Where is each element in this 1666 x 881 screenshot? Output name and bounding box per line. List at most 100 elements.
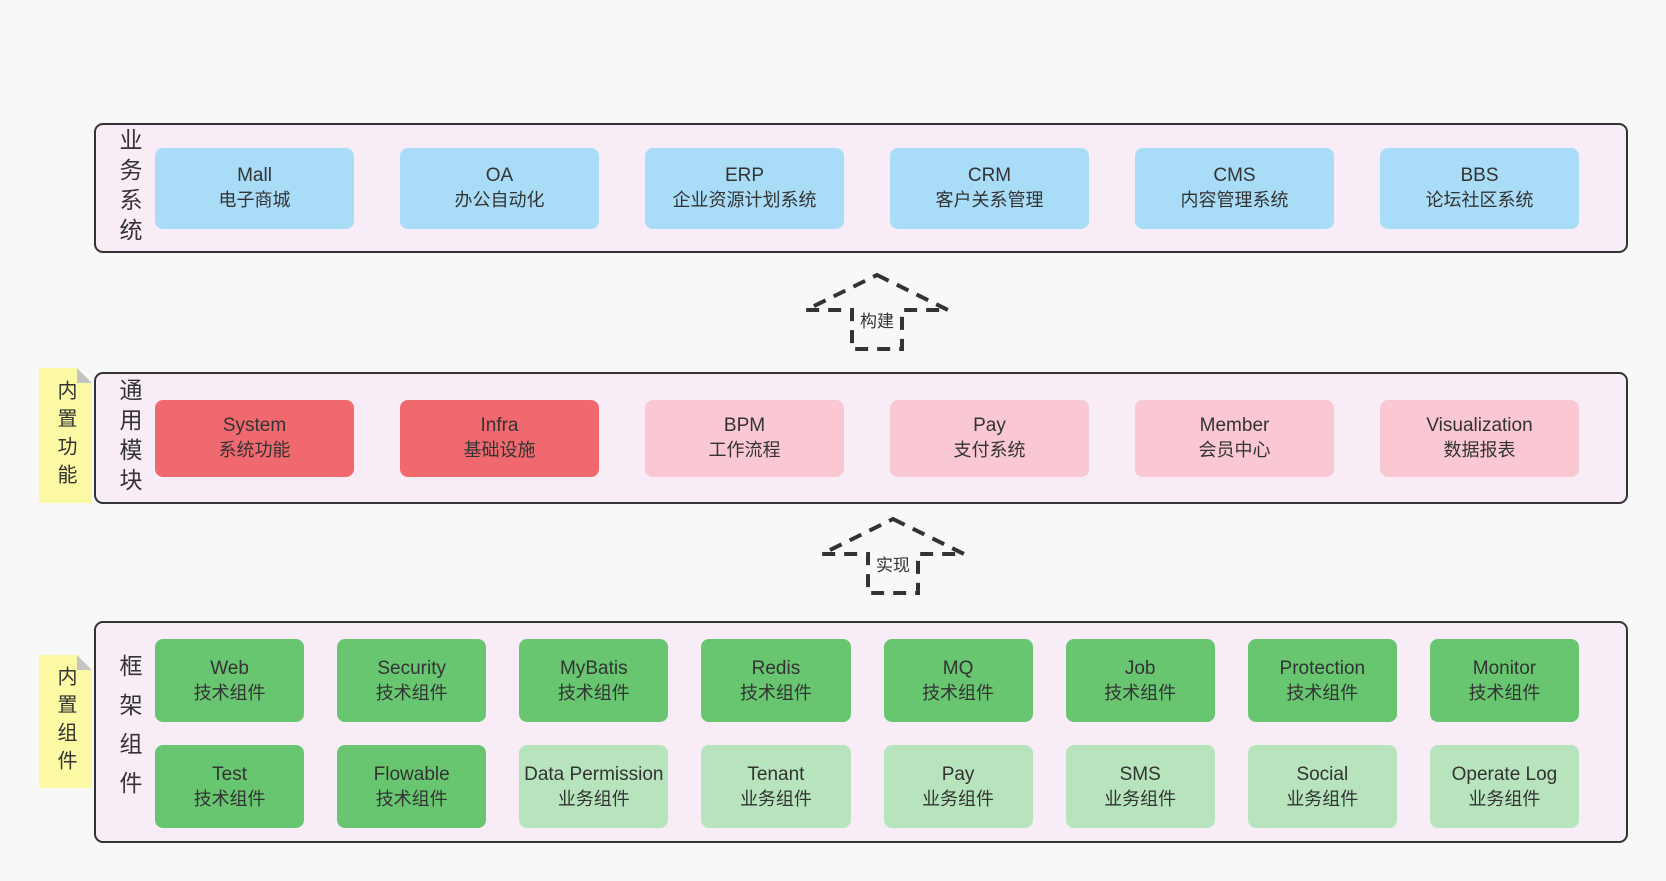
box-subtitle: 技术组件 xyxy=(1468,682,1541,703)
box-title: ERP xyxy=(724,165,765,186)
box-title: Operate Log xyxy=(1451,763,1558,785)
box-subtitle: 会员中心 xyxy=(1198,440,1271,460)
box-title: MQ xyxy=(942,657,974,679)
component-box-redis: Redis 技术组件 xyxy=(701,639,851,722)
box-title: Redis xyxy=(751,657,801,679)
component-box-visualization: Visualization 数据报表 xyxy=(1380,399,1579,477)
box-subtitle: 技术组件 xyxy=(193,682,266,703)
component-box-flowable: Flowable 技术组件 xyxy=(337,745,487,828)
box-subtitle: 电子商城 xyxy=(218,190,291,210)
implement-arrow: 实现 xyxy=(818,516,968,596)
box-subtitle: 技术组件 xyxy=(922,682,995,703)
component-box-data-permission: Data Permission 业务组件 xyxy=(519,745,669,828)
component-box-pay: Pay 业务组件 xyxy=(883,745,1033,828)
box-title: CRM xyxy=(967,165,1012,186)
box-subtitle: 技术组件 xyxy=(1286,682,1359,703)
box-title: Social xyxy=(1296,763,1349,785)
folded-corner-icon xyxy=(77,655,92,670)
box-title: Infra xyxy=(480,415,519,436)
box-subtitle: 客户关系管理 xyxy=(935,190,1044,210)
box-title: Data Permission xyxy=(524,763,664,785)
box-title: BBS xyxy=(1460,165,1499,186)
sticky-note-text: 内置组件 xyxy=(54,665,76,778)
dashed-up-arrow-icon xyxy=(821,516,965,595)
component-box-mybatis: MyBatis 技术组件 xyxy=(519,639,669,722)
component-box-operate-log: Operate Log 业务组件 xyxy=(1429,745,1579,828)
box-title: Security xyxy=(377,657,446,679)
box-title: Pay xyxy=(941,763,975,785)
component-box-tenant: Tenant 业务组件 xyxy=(701,745,851,828)
component-box-crm: CRM 客户关系管理 xyxy=(890,147,1089,229)
component-box-mall: Mall 电子商城 xyxy=(155,147,354,229)
box-subtitle: 数据报表 xyxy=(1443,440,1516,460)
component-box-bbs: BBS 论坛社区系统 xyxy=(1380,147,1579,229)
box-subtitle: 系统功能 xyxy=(218,440,291,460)
folded-corner-icon xyxy=(77,368,92,383)
box-title: Protection xyxy=(1279,657,1366,679)
panel-label-business-systems: 业务系统 xyxy=(116,128,142,248)
component-box-web: Web 技术组件 xyxy=(155,639,305,722)
box-subtitle: 业务组件 xyxy=(922,788,995,809)
box-title: SMS xyxy=(1119,763,1161,785)
panel-label-framework-components: 框架组件 xyxy=(116,654,142,810)
component-box-protection: Protection 技术组件 xyxy=(1247,639,1397,722)
box-subtitle: 业务组件 xyxy=(1468,788,1541,809)
box-title: BPM xyxy=(723,415,766,436)
box-subtitle: 技术组件 xyxy=(739,682,812,703)
component-box-social: Social 业务组件 xyxy=(1247,745,1397,828)
box-subtitle: 业务组件 xyxy=(1286,788,1359,809)
component-box-job: Job 技术组件 xyxy=(1065,639,1215,722)
sticky-note-builtin-components: 内置组件 xyxy=(39,655,92,788)
box-subtitle: 业务组件 xyxy=(557,788,630,809)
box-title: CMS xyxy=(1213,165,1256,186)
panel-label-common-modules: 通用模块 xyxy=(116,378,142,498)
box-title: Member xyxy=(1199,415,1270,436)
component-box-member: Member 会员中心 xyxy=(1135,399,1334,477)
box-subtitle: 技术组件 xyxy=(375,788,448,809)
component-box-system: System 系统功能 xyxy=(155,399,354,477)
box-subtitle: 技术组件 xyxy=(1104,682,1177,703)
sticky-note-text: 内置功能 xyxy=(54,379,76,492)
component-box-erp: ERP 企业资源计划系统 xyxy=(645,147,844,229)
box-subtitle: 内容管理系统 xyxy=(1180,190,1289,210)
component-box-security: Security 技术组件 xyxy=(337,639,487,722)
box-title: Monitor xyxy=(1472,657,1537,679)
box-subtitle: 工作流程 xyxy=(708,440,781,460)
box-subtitle: 基础设施 xyxy=(463,440,536,460)
component-box-bpm: BPM 工作流程 xyxy=(645,399,844,477)
box-subtitle: 业务组件 xyxy=(739,788,812,809)
box-subtitle: 技术组件 xyxy=(557,682,630,703)
box-subtitle: 业务组件 xyxy=(1104,788,1177,809)
box-title: Test xyxy=(212,763,247,785)
build-arrow: 构建 xyxy=(802,272,952,352)
box-title: System xyxy=(222,415,287,436)
box-subtitle: 技术组件 xyxy=(193,788,266,809)
box-title: Flowable xyxy=(373,763,450,785)
box-subtitle: 技术组件 xyxy=(375,682,448,703)
box-title: Tenant xyxy=(747,763,805,785)
box-subtitle: 企业资源计划系统 xyxy=(672,190,817,210)
component-box-sms: SMS 业务组件 xyxy=(1065,745,1215,828)
box-title: OA xyxy=(485,165,514,186)
box-subtitle: 支付系统 xyxy=(953,440,1026,460)
box-title: Visualization xyxy=(1426,415,1533,436)
box-title: Web xyxy=(210,657,249,679)
box-title: Mall xyxy=(237,165,272,186)
component-box-monitor: Monitor 技术组件 xyxy=(1429,639,1579,722)
dashed-up-arrow-icon xyxy=(805,272,949,351)
box-title: MyBatis xyxy=(560,657,628,679)
box-title: Job xyxy=(1124,657,1156,679)
box-subtitle: 论坛社区系统 xyxy=(1425,190,1534,210)
component-box-mq: MQ 技术组件 xyxy=(883,639,1033,722)
sticky-note-builtin-features: 内置功能 xyxy=(39,368,92,503)
